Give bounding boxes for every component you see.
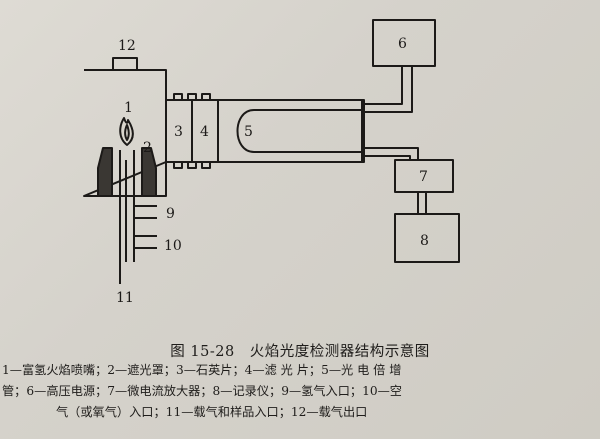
fpd-structure-diagram: 12 1 2 3 4 5 6 7 8 9 10 11 xyxy=(83,19,460,306)
microcurrent-amplifier xyxy=(394,159,454,193)
label-3: 3 xyxy=(174,124,183,140)
air-inlet xyxy=(134,235,157,249)
burner-nozzle xyxy=(119,150,135,284)
optical-housing xyxy=(165,93,219,169)
legend-line-1: 1—富氢火焰喷嘴；2—遮光罩；3—石英片；4—滤 光 片；5—光 电 倍 增 xyxy=(2,363,402,377)
cable-to-amplifier xyxy=(364,147,419,160)
legend-line-3: 气（或氧气）入口；11—载气和样品入口；12—载气出口 xyxy=(56,405,368,419)
flame xyxy=(119,117,134,146)
legend-line-2: 管；6—高压电源；7—微电流放大器；8—记录仪；9—氢气入口；10—空 xyxy=(2,384,402,398)
cable-to-hv-supply xyxy=(364,66,413,113)
light-shield xyxy=(97,147,157,197)
label-11: 11 xyxy=(116,290,134,306)
recorder xyxy=(394,213,460,263)
high-voltage-supply xyxy=(372,19,436,67)
hydrogen-inlet xyxy=(134,205,157,219)
cable-to-recorder xyxy=(417,192,427,214)
label-12: 12 xyxy=(118,38,136,54)
label-9: 9 xyxy=(166,206,175,222)
label-7: 7 xyxy=(419,169,428,185)
photomultiplier-tube xyxy=(217,99,365,163)
label-6: 6 xyxy=(398,36,407,52)
label-8: 8 xyxy=(420,233,429,249)
figure-caption: 图 15-28 火焰光度检测器结构示意图 xyxy=(170,344,430,360)
label-1: 1 xyxy=(124,100,133,116)
label-4: 4 xyxy=(200,124,209,140)
label-5: 5 xyxy=(244,124,253,140)
carrier-gas-outlet xyxy=(112,57,138,70)
label-10: 10 xyxy=(164,238,182,254)
label-2: 2 xyxy=(143,140,152,156)
